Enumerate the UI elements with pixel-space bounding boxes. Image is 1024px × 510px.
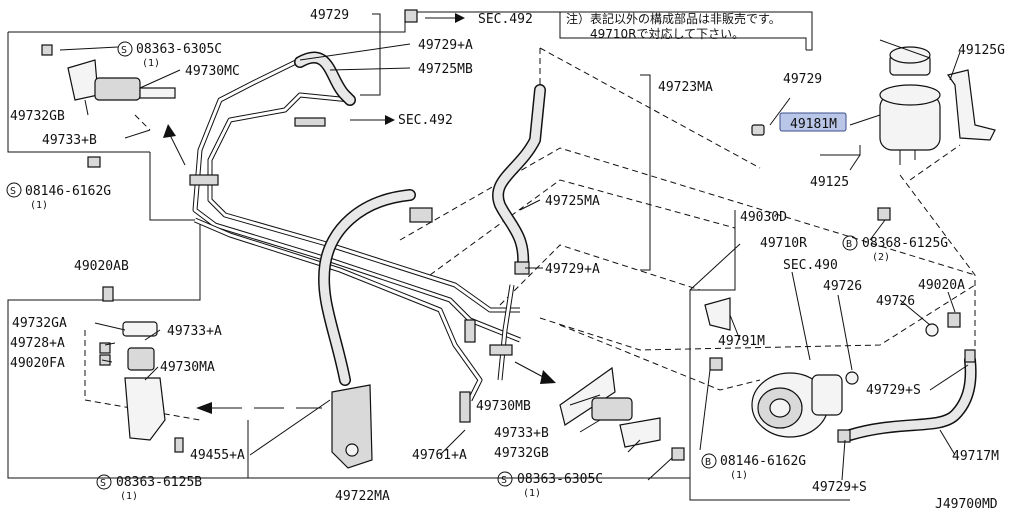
bottom-frame xyxy=(248,210,736,479)
dash-lower-b xyxy=(559,324,761,391)
bolt-s-3: S xyxy=(100,478,106,489)
label-49729-top[interactable]: 49729 xyxy=(310,8,349,23)
label-49733B-tl[interactable]: 49733+B xyxy=(42,133,97,148)
dash-small xyxy=(134,114,151,131)
note-line2: 49710Rで対応して下さい。 xyxy=(590,27,744,41)
dash-mid-b xyxy=(429,179,736,276)
label-08363-6125B-qty: (1) xyxy=(120,491,138,502)
label-49722MA[interactable]: 49722MA xyxy=(335,489,390,504)
label-49729A-top[interactable]: 49729+A xyxy=(418,38,473,53)
label-49181M[interactable]: 49181M xyxy=(790,117,837,132)
label-49732GB-br[interactable]: 49732GB xyxy=(494,446,549,461)
label-49726-b[interactable]: 49726 xyxy=(876,294,915,309)
label-49455A[interactable]: 49455+A xyxy=(190,448,245,463)
reservoir-bracket-49125G[interactable] xyxy=(947,69,996,141)
bolt-b-1: B xyxy=(846,239,852,250)
label-49733B-br[interactable]: 49733+B xyxy=(494,426,549,441)
label-08146-6162G-br[interactable]: 08146-6162G xyxy=(720,454,806,469)
label-49020AB[interactable]: 49020AB xyxy=(74,259,129,274)
label-49732GB-tl[interactable]: 49732GB xyxy=(10,109,65,124)
right-frame xyxy=(689,478,850,501)
label-08368-6125G[interactable]: 08368-6125G xyxy=(862,236,948,251)
tl-box xyxy=(7,32,150,153)
label-sec492-top[interactable]: SEC.492 xyxy=(478,12,533,27)
clamp-49729-right[interactable] xyxy=(751,124,765,136)
reservoir-tank[interactable] xyxy=(879,46,941,165)
label-49020FA[interactable]: 49020FA xyxy=(10,356,65,371)
bracket-left[interactable] xyxy=(122,321,166,441)
label-49729S-a[interactable]: 49729+S xyxy=(866,383,921,398)
label-49728A[interactable]: 49728+A xyxy=(10,336,65,351)
label-sec492-mid[interactable]: SEC.492 xyxy=(398,113,453,128)
leader-lines xyxy=(59,13,969,481)
fasteners xyxy=(41,9,976,461)
hose-bracket xyxy=(640,74,651,271)
label-08146-6162G-tl[interactable]: 08146-6162G xyxy=(25,184,111,199)
arrows xyxy=(163,13,556,414)
dash-right-a xyxy=(899,174,976,350)
label-49730MB[interactable]: 49730MB xyxy=(476,399,531,414)
label-49710R[interactable]: 49710R xyxy=(760,236,807,251)
note-line1: 注）表記以外の構成部品は非販売です。 xyxy=(566,11,781,26)
label-49729A-mid[interactable]: 49729+A xyxy=(545,262,600,277)
bolt-s-1: S xyxy=(121,45,127,56)
dash-reservoir xyxy=(539,47,761,169)
label-49717M[interactable]: 49717M xyxy=(952,449,999,464)
label-49733A[interactable]: 49733+A xyxy=(167,324,222,339)
dash-lower-a xyxy=(539,284,976,351)
label-49030D[interactable]: 49030D xyxy=(740,210,787,225)
label-49725MB[interactable]: 49725MB xyxy=(418,62,473,77)
label-49723MA[interactable]: 49723MA xyxy=(658,80,713,95)
bolt-b-2: B xyxy=(705,457,711,468)
dash-right-b xyxy=(909,144,961,181)
label-sec490[interactable]: SEC.490 xyxy=(783,258,838,273)
label-08363-6305C-br[interactable]: 08363-6305C xyxy=(517,472,603,487)
label-08363-6125B[interactable]: 08363-6125B xyxy=(116,475,202,490)
label-08363-6305C-tl-qty: (1) xyxy=(142,58,160,69)
bolt-s-4: S xyxy=(501,475,507,486)
label-08363-6305C-tl[interactable]: 08363-6305C xyxy=(136,42,222,57)
highlight-49181M[interactable] xyxy=(779,112,847,132)
bracket-tl[interactable] xyxy=(67,59,176,101)
label-49729-right[interactable]: 49729 xyxy=(783,72,822,87)
label-08363-6305C-br-qty: (1) xyxy=(523,488,541,499)
label-08146-6162G-tl-qty: (1) xyxy=(30,200,48,211)
bolt-symbols: S S B S S B xyxy=(6,41,858,490)
label-49730MC[interactable]: 49730MC xyxy=(185,64,240,79)
bolt-s-2: S xyxy=(10,186,16,197)
label-08368-6125G-qty: (2) xyxy=(872,252,890,263)
label-49730MA[interactable]: 49730MA xyxy=(160,360,215,375)
pipe-line-low-inner xyxy=(194,218,482,401)
label-49725MA[interactable]: 49725MA xyxy=(545,194,600,209)
label-08146-6162G-br-qty: (1) xyxy=(730,470,748,481)
label-49125[interactable]: 49125 xyxy=(810,175,849,190)
power-steering-pump[interactable] xyxy=(751,372,843,438)
label-ref-code: J49700MD xyxy=(935,497,998,510)
pipe-line-short-inner xyxy=(498,284,514,381)
bracket-br[interactable] xyxy=(559,366,661,448)
pipe-line-mid-inner xyxy=(208,93,520,312)
note-frame xyxy=(560,11,813,51)
label-49729S-b[interactable]: 49729+S xyxy=(812,480,867,495)
dash-mid-c xyxy=(499,244,701,306)
label-49726-a[interactable]: 49726 xyxy=(823,279,862,294)
label-49732GA[interactable]: 49732GA xyxy=(12,316,67,331)
pipe-line-upper-inner xyxy=(193,58,521,342)
label-49761A[interactable]: 49761+A xyxy=(412,448,467,463)
label-49791M[interactable]: 49791M xyxy=(718,334,765,349)
dash-left xyxy=(84,330,201,421)
label-49020A[interactable]: 49020A xyxy=(918,278,965,293)
label-49125G[interactable]: 49125G xyxy=(958,43,1005,58)
cooler-49722MA[interactable] xyxy=(331,384,373,469)
dash-mid-a xyxy=(399,147,976,276)
